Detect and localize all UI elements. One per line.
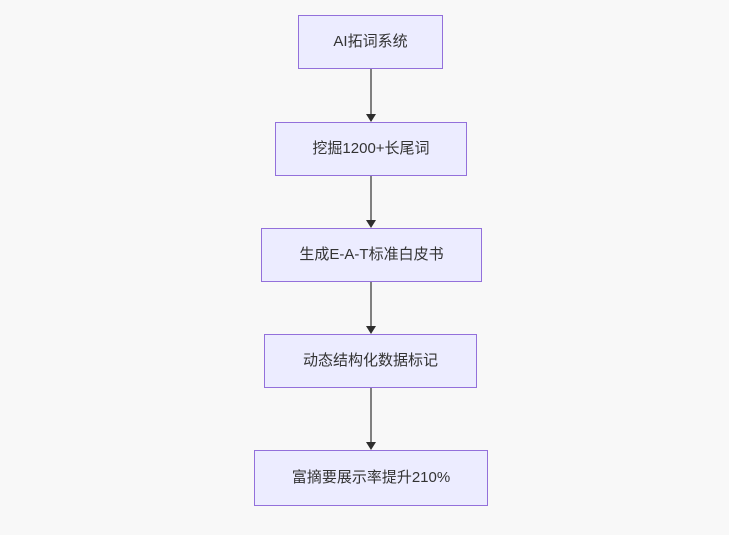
flow-node-rich-snippet-rate-increase: 富摘要展示率提升210% [254,450,488,506]
flow-node-dynamic-structured-data-markup: 动态结构化数据标记 [264,334,477,388]
arrow-line [369,388,372,442]
flow-node-mine-longtail-keywords: 挖掘1200+长尾词 [275,122,467,176]
arrow-line [369,69,372,114]
flow-node-label: 动态结构化数据标记 [302,352,438,369]
arrow-line [369,176,372,220]
arrow-line [369,282,372,326]
flow-node-ai-word-expansion-system: AI拓词系统 [298,15,443,69]
flow-node-label: 富摘要展示率提升210% [291,469,451,486]
arrow-down-icon [365,114,376,122]
arrow-down-icon [365,220,376,228]
flow-node-label: 生成E-A-T标准白皮书 [299,246,444,263]
arrow-down-icon [365,326,376,334]
flow-node-label: AI拓词系统 [333,33,408,50]
flow-node-generate-eat-whitepaper: 生成E-A-T标准白皮书 [261,228,482,282]
arrow-down-icon [365,442,376,450]
flow-node-label: 挖掘1200+长尾词 [312,140,430,157]
